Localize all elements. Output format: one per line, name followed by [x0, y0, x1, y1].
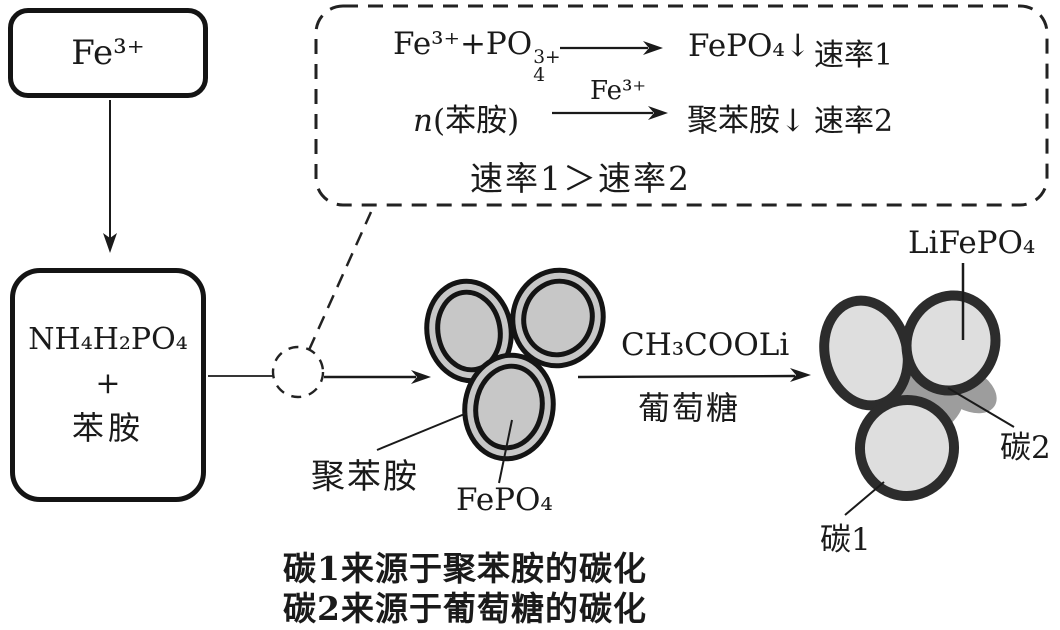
- eq2-reactant: n(苯胺): [413, 103, 520, 139]
- lifepo4-label: LiFePO₄: [908, 225, 1036, 261]
- precursor-box: NH₄H₂PO₄ + 苯胺: [10, 268, 206, 502]
- polyaniline-label: 聚苯胺: [311, 457, 419, 497]
- caption-carbon1-source: 碳1来源于聚苯胺的碳化: [283, 549, 647, 588]
- carbon2-label: 碳2: [1000, 430, 1051, 466]
- aniline-label: 苯胺: [71, 409, 144, 448]
- lithiation-arrow-line: [577, 374, 796, 379]
- eq2-rate-label: 速率2: [814, 104, 894, 139]
- plus-sign: +: [95, 365, 121, 401]
- mixing-point-dashed-circle: [271, 345, 325, 399]
- lithiation-arrowhead: [790, 368, 811, 382]
- coated-particle: [510, 267, 606, 369]
- eq2-catalyst-label: Fe³⁺: [590, 76, 647, 106]
- fepo4-label: FePO₄: [456, 482, 553, 518]
- phosphate-sub-sup: 3+4: [533, 47, 561, 86]
- fe-to-precursor-arrowhead: [103, 233, 117, 253]
- carbon-coated-particle: [854, 395, 960, 501]
- mixing-to-cluster-arrowhead: [411, 370, 431, 384]
- coated-particle: [424, 278, 514, 384]
- fepo4-leader-line: [498, 419, 513, 484]
- carbon-coated-particle: [901, 290, 1001, 396]
- carbon1-label: 碳1: [820, 522, 871, 558]
- rate-comparison: 速率1＞速率2: [470, 159, 691, 198]
- fe-ion-box: Fe³⁺: [8, 8, 208, 98]
- eq2-arrowhead: [648, 106, 668, 120]
- fepo4-polyaniline-cluster: [376, 267, 606, 484]
- lifepo4-carbon-cluster: [819, 263, 1015, 516]
- eq1-arrowhead: [643, 41, 663, 55]
- fe-ion-label: Fe³⁺: [71, 33, 145, 73]
- precursor-formula: NH₄H₂PO₄: [28, 322, 188, 358]
- glucose-label: 葡萄糖: [638, 389, 741, 427]
- carbon2-leader-line: [947, 387, 1015, 428]
- polyaniline-leader-line: [376, 412, 468, 451]
- lithium-acetate-label: CH₃COOLi: [621, 327, 790, 363]
- eq1-product: FePO₄↓: [688, 28, 811, 64]
- eq2-product: 聚苯胺↓: [687, 103, 806, 139]
- coefficient-n: n: [413, 103, 433, 139]
- dashed-reaction-box-outline: [314, 4, 1049, 207]
- coated-particle: [462, 352, 556, 462]
- mixing-to-box-dashed-connector: [307, 211, 373, 351]
- eq1-rate-label: 速率1: [814, 38, 894, 73]
- carbon1-leader-line: [844, 481, 885, 516]
- caption-carbon2-source: 碳2来源于葡萄糖的碳化: [283, 589, 647, 628]
